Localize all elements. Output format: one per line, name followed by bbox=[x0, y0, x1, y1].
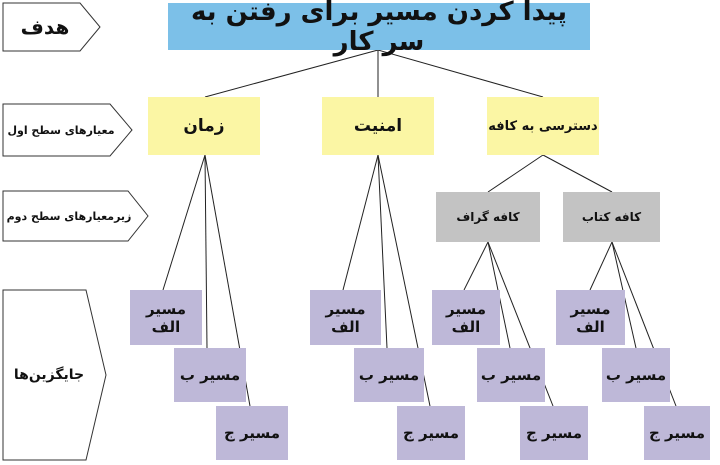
goal-connectors bbox=[204, 49, 544, 98]
subcriteria-connectors bbox=[487, 154, 613, 193]
alternative-a-book-cafe: مسیر الف bbox=[556, 290, 625, 345]
criterion-safety: امنیت bbox=[322, 97, 434, 155]
alternative-a-graph-cafe: مسیر الف bbox=[432, 290, 500, 345]
level2-tag: زیرمعیارهای سطح دوم bbox=[6, 209, 132, 223]
alternative-c-safety: مسیر ج bbox=[397, 406, 465, 460]
subcriterion-book-cafe: کافه کتاب bbox=[563, 192, 660, 242]
alternative-c-graph-cafe: مسیر ج bbox=[520, 406, 588, 460]
goal-level-tag: هدف bbox=[20, 15, 70, 39]
goal-tag-shape bbox=[2, 2, 101, 52]
level1-tag: معیارهای سطح اول bbox=[7, 123, 115, 137]
alternative-b-time: مسیر ب bbox=[174, 348, 246, 402]
criterion-cafe-access: دسترسی به کافه bbox=[487, 97, 599, 155]
alternatives-tag-shape bbox=[2, 289, 107, 461]
goal-box: پیدا کردن مسیر برای رفتن به سر کار bbox=[168, 0, 590, 57]
subcriterion-graph-cafe: کافه گراف bbox=[436, 192, 540, 242]
criterion-time: زمان bbox=[148, 97, 260, 155]
alternative-a-time: مسیر الف bbox=[130, 290, 202, 345]
alternative-c-time: مسیر ج bbox=[216, 406, 288, 460]
alternatives-tag: جایگزین‌ها bbox=[13, 367, 85, 383]
alternative-c-book-cafe: مسیر ج bbox=[644, 406, 710, 460]
alternative-b-safety: مسیر ب bbox=[354, 348, 424, 402]
level2-tag-shape bbox=[2, 190, 149, 242]
level1-tag-shape bbox=[2, 103, 133, 157]
alternative-a-safety: مسیر الف bbox=[310, 290, 381, 345]
alternative-b-graph-cafe: مسیر ب bbox=[477, 348, 545, 402]
alternative-b-book-cafe: مسیر ب bbox=[602, 348, 670, 402]
